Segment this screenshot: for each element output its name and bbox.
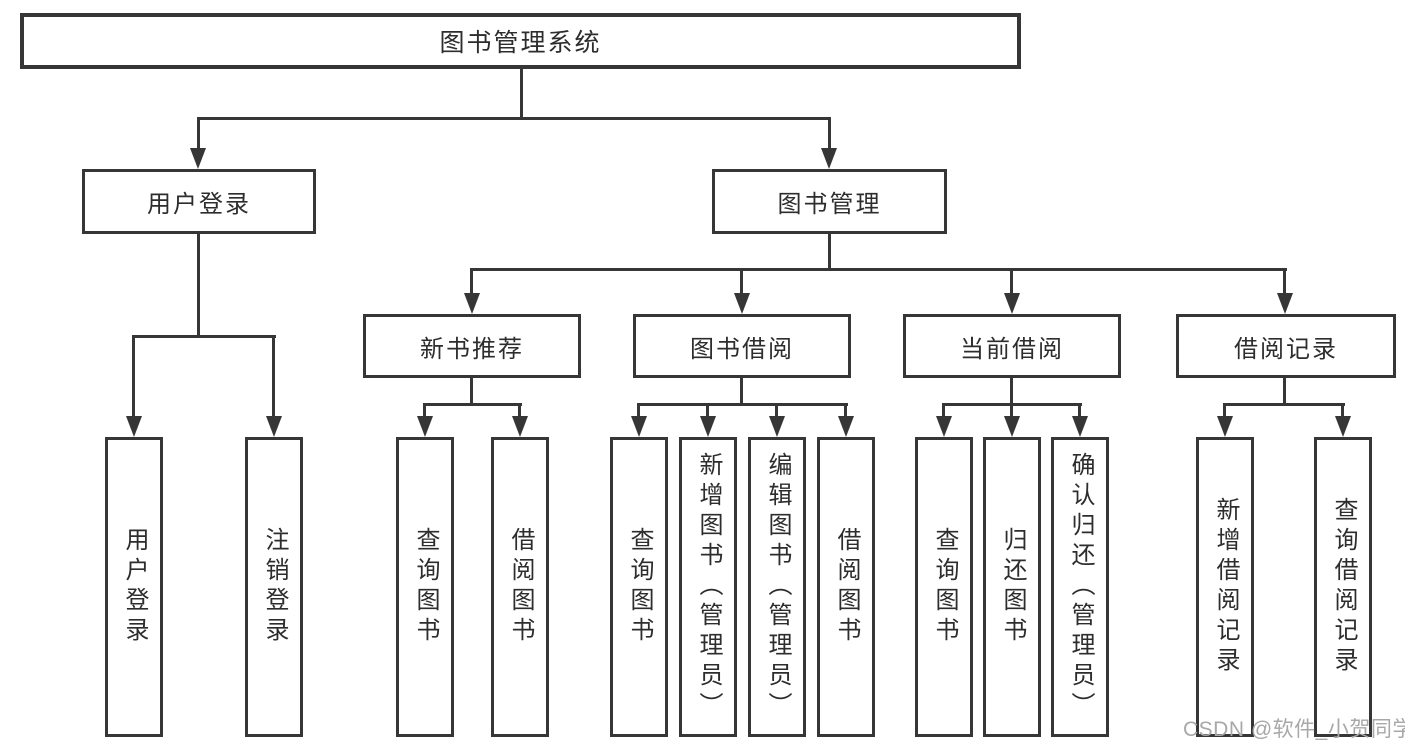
connector-borrow-records-trunk [1283,378,1286,406]
arrowhead-book-borrow [734,293,750,314]
node-user-login: 用户登录 [82,169,316,234]
node-user-login-label: 用户登录 [147,191,251,218]
connector-drop-bb-borrow [844,403,847,417]
connector-drop-book-mgmt [828,117,831,149]
connector-drop-leaf-logout [272,335,275,417]
connector-new-book-trunk [470,378,473,406]
connector-drop-book-borrow [740,268,743,294]
leaf-current-query-label: 查询图书 [931,527,958,647]
connector-drop-bb-add [706,403,709,417]
node-new-book-rec-label: 新书推荐 [420,335,524,363]
arrowhead-cb-return [1004,416,1020,437]
arrowhead-nb-borrow [512,416,528,437]
arrowhead-bb-borrow [838,416,854,437]
connector-drop-cb-return [1010,403,1013,417]
node-current-borrow: 当前借阅 [903,314,1121,378]
connector-book-borrow-rail [637,403,848,406]
node-library-system-label: 图书管理系统 [439,29,602,57]
connector-book-borrow-trunk [740,378,743,406]
leaf-borrow-add-admin: 新增图书（管理员） [679,437,737,737]
connector-current-borrow-trunk [1010,378,1013,406]
arrowhead-nb-query [417,416,433,437]
connector-drop-br-query [1341,403,1344,417]
connector-drop-current-borrow [1010,268,1013,294]
arrowhead-cb-query [936,416,952,437]
node-borrow-records: 借阅记录 [1176,314,1396,378]
connector-drop-cb-confirm [1078,403,1081,417]
arrowhead-cb-confirm [1072,416,1088,437]
connector-drop-user-login [197,117,200,149]
leaf-newbook-borrow-label: 借阅图书 [507,527,534,647]
connector-drop-bb-query [637,403,640,417]
leaf-current-confirm-admin-label: 确认归还（管理员） [1067,452,1094,722]
node-book-mgmt: 图书管理 [712,169,947,234]
arrowhead-br-add [1217,416,1233,437]
connector-user-login-trunk [197,234,200,337]
leaf-user-login: 用户登录 [105,437,163,737]
node-book-borrow-label: 图书借阅 [690,335,794,363]
leaf-borrow-query-label: 查询图书 [626,527,653,647]
leaf-user-login-label: 用户登录 [121,527,148,647]
connector-borrow-records-rail [1223,403,1345,406]
connector-drop-nb-query [423,403,426,417]
arrowhead-book-mgmt [821,148,837,169]
leaf-borrow-edit-admin: 编辑图书（管理员） [748,437,806,737]
node-current-borrow-label: 当前借阅 [960,335,1064,363]
connector-drop-borrow-records [1283,268,1286,294]
leaf-borrow-borrow: 借阅图书 [817,437,875,737]
arrowhead-bb-add [700,416,716,437]
connector-drop-br-add [1223,403,1226,417]
connector-drop-bb-edit [775,403,778,417]
arrowhead-borrow-records [1277,293,1293,314]
leaf-newbook-query-label: 查询图书 [412,527,439,647]
connector-level2-rail [470,268,1287,271]
leaf-current-return-label: 归还图书 [999,527,1026,647]
connector-drop-leaf-login [132,335,135,417]
leaf-borrow-edit-admin-label: 编辑图书（管理员） [764,452,791,722]
arrowhead-new-book [464,293,480,314]
connector-root-trunk [520,69,523,119]
csdn-watermark: CSDN @软件_小贺同学 [1183,718,1405,741]
connector-level1-rail [197,117,831,120]
leaf-newbook-query: 查询图书 [396,437,454,737]
leaf-logout-label: 注销登录 [261,527,288,647]
node-borrow-records-label: 借阅记录 [1234,335,1338,363]
connector-user-login-rail [132,335,276,338]
leaf-borrow-query: 查询图书 [610,437,668,737]
arrowhead-bb-query [631,416,647,437]
connector-book-mgmt-trunk [828,234,831,271]
leaf-records-query: 查询借阅记录 [1314,437,1372,737]
arrowhead-leaf-logout [266,416,282,437]
node-library-system: 图书管理系统 [20,13,1021,69]
connector-new-book-rail [423,403,522,406]
arrowhead-leaf-login [126,416,142,437]
leaf-current-query: 查询图书 [915,437,973,737]
connector-drop-nb-borrow [518,403,521,417]
leaf-records-query-label: 查询借阅记录 [1330,497,1357,677]
leaf-borrow-add-admin-label: 新增图书（管理员） [695,452,722,722]
arrowhead-user-login [190,148,206,169]
connector-drop-cb-query [942,403,945,417]
connector-drop-new-book [470,268,473,294]
node-new-book-rec: 新书推荐 [363,314,581,378]
leaf-records-add-label: 新增借阅记录 [1212,497,1239,677]
leaf-current-return: 归还图书 [983,437,1041,737]
arrowhead-bb-edit [769,416,785,437]
leaf-current-confirm-admin: 确认归还（管理员） [1051,437,1109,737]
node-book-borrow: 图书借阅 [633,314,851,378]
arrowhead-current-borrow [1004,293,1020,314]
leaf-records-add: 新增借阅记录 [1196,437,1254,737]
node-book-mgmt-label: 图书管理 [777,191,882,218]
leaf-borrow-borrow-label: 借阅图书 [833,527,860,647]
leaf-newbook-borrow: 借阅图书 [491,437,549,737]
leaf-logout: 注销登录 [245,437,303,737]
arrowhead-br-query [1335,416,1351,437]
